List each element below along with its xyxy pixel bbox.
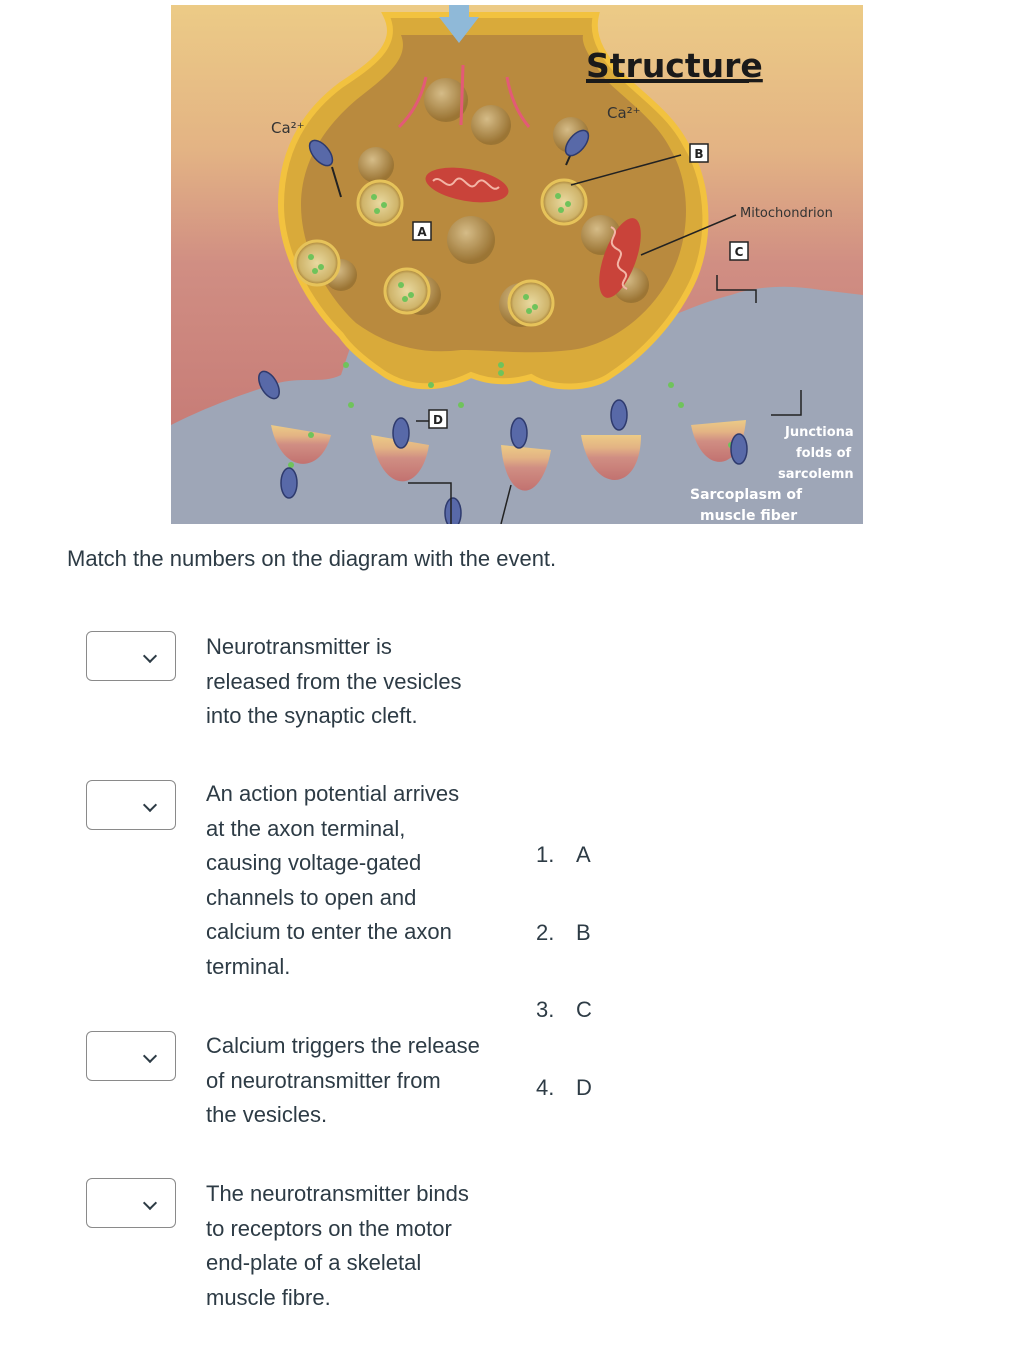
answer-dropdown-1[interactable] bbox=[86, 631, 176, 681]
chevron-down-icon bbox=[142, 1195, 158, 1211]
event-line: calcium to enter the axon bbox=[206, 919, 452, 944]
event-line: Calcium triggers the release bbox=[206, 1033, 480, 1058]
option-number: 3. bbox=[536, 997, 555, 1022]
event-line: An action potential arrives bbox=[206, 781, 460, 806]
answer-dropdown-3[interactable] bbox=[86, 1031, 176, 1081]
chevron-down-icon bbox=[142, 1048, 158, 1064]
question-prompt: Match the numbers on the diagram with th… bbox=[67, 546, 557, 571]
option-letter: C bbox=[576, 997, 592, 1022]
mitochondrion-label: Mitochondrion bbox=[740, 206, 833, 221]
option-number: 1. bbox=[536, 842, 555, 867]
option-letter: D bbox=[576, 1075, 592, 1100]
chevron-down-icon bbox=[142, 797, 158, 813]
marker-d: D bbox=[428, 409, 448, 429]
option-item-3: 3. C bbox=[536, 997, 592, 1023]
event-line: causing voltage-gated bbox=[206, 850, 422, 875]
mitochondria bbox=[425, 167, 641, 298]
event-line: of neurotransmitter from bbox=[206, 1067, 441, 1093]
event-line: The neurotransmitter binds bbox=[206, 1181, 469, 1206]
svg-text:folds of: folds of bbox=[796, 446, 852, 461]
event-text-4: The neurotransmitter binds to receptors … bbox=[206, 1177, 506, 1315]
option-item-4: 4. D bbox=[536, 1075, 592, 1101]
event-text-1: Neurotransmitter is released from the ve… bbox=[206, 630, 506, 734]
option-item-1: 1. A bbox=[536, 842, 591, 868]
ca-label-left: Ca²⁺ bbox=[271, 119, 305, 137]
option-letter: B bbox=[576, 920, 591, 945]
option-item-2: 2. B bbox=[536, 920, 591, 946]
event-line: end-plate of a skeletal bbox=[206, 1250, 422, 1275]
event-line: muscle fibre. bbox=[206, 1284, 331, 1310]
event-line: channels to open and bbox=[206, 884, 417, 910]
synapse-diagram: A B C D Structure Ca²⁺ Ca²⁺ Mitochondrio… bbox=[171, 5, 863, 524]
svg-text:B: B bbox=[694, 147, 703, 161]
junctional-folds-label: Junctiona folds of sarcolemn bbox=[778, 425, 854, 482]
event-line: terminal. bbox=[206, 953, 291, 979]
vesicles bbox=[293, 178, 588, 327]
option-number: 4. bbox=[536, 1075, 555, 1100]
figure-title: Structure bbox=[586, 46, 763, 85]
synapse-illustration: A B C D Structure Ca²⁺ Ca²⁺ Mitochondrio… bbox=[171, 5, 863, 524]
svg-text:D: D bbox=[433, 413, 443, 427]
marker-b: B bbox=[689, 143, 709, 163]
marker-a: A bbox=[412, 221, 432, 241]
event-line: into the synaptic cleft. bbox=[206, 703, 418, 728]
option-number: 2. bbox=[536, 920, 555, 945]
event-text-2: An action potential arrives at the axon … bbox=[206, 777, 506, 984]
svg-text:sarcolemn: sarcolemn bbox=[778, 467, 854, 482]
chevron-down-icon bbox=[142, 648, 158, 664]
sarcoplasm-label: Sarcoplasm of muscle fiber bbox=[690, 487, 803, 524]
option-letter: A bbox=[576, 842, 591, 867]
svg-text:Sarcoplasm of: Sarcoplasm of bbox=[690, 487, 803, 503]
event-line: released from the vesicles bbox=[206, 668, 462, 694]
event-line: the vesicles. bbox=[206, 1102, 328, 1127]
event-line: at the axon terminal, bbox=[206, 815, 406, 841]
event-text-3: Calcium triggers the release of neurotra… bbox=[206, 1029, 506, 1133]
muscle-fiber-shape bbox=[171, 286, 863, 524]
marker-c: C bbox=[729, 241, 749, 261]
svg-text:A: A bbox=[417, 225, 427, 239]
ca-label-right: Ca²⁺ bbox=[607, 104, 641, 122]
event-line: Neurotransmitter is bbox=[206, 634, 392, 659]
svg-text:C: C bbox=[735, 245, 744, 259]
answer-dropdown-2[interactable] bbox=[86, 780, 176, 830]
svg-text:muscle fiber: muscle fiber bbox=[700, 508, 797, 524]
event-line: to receptors on the motor bbox=[206, 1215, 452, 1241]
answer-dropdown-4[interactable] bbox=[86, 1178, 176, 1228]
svg-text:Junctiona: Junctiona bbox=[784, 425, 854, 440]
